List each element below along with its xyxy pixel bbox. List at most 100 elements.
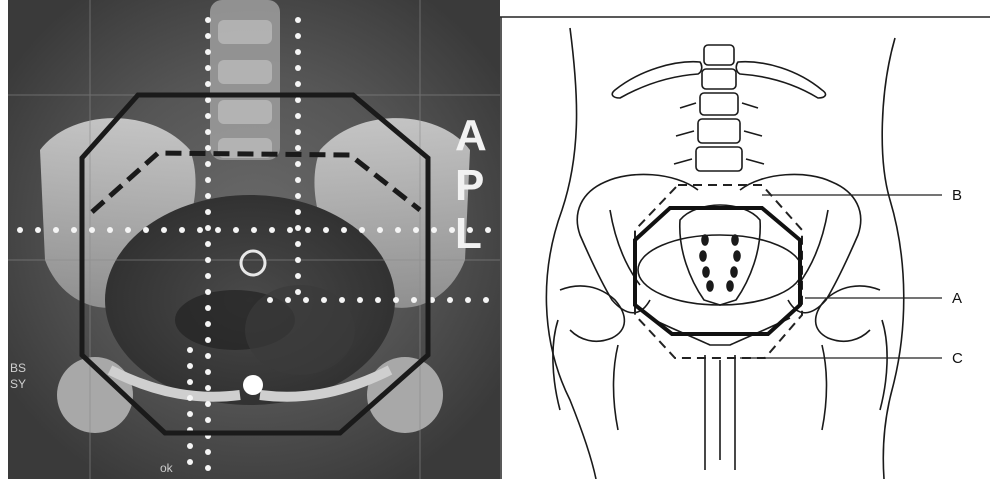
marker-dot (187, 459, 193, 465)
marker-dot (295, 97, 301, 103)
sacral-foramen (732, 235, 738, 245)
marker-dot (187, 395, 193, 401)
corner-mark: ok (160, 461, 174, 475)
marker-dot (287, 227, 293, 233)
marker-dot (143, 227, 149, 233)
marker-dot (295, 145, 301, 151)
marker-dot (295, 225, 301, 231)
pelvic-inlet (638, 235, 802, 305)
marker-dot (295, 289, 301, 295)
marker-dot (267, 297, 273, 303)
xray-image: A P L ok BS SY (0, 0, 500, 479)
marker-dot (341, 227, 347, 233)
marker-dot (447, 297, 453, 303)
marker-dot (393, 297, 399, 303)
sacral-foramen (703, 267, 709, 277)
film-marker-letter: P (455, 161, 484, 210)
side-mark: BS (10, 361, 26, 375)
marker-dot (205, 33, 211, 39)
sacral-foramen (707, 281, 713, 291)
label-b: B (952, 187, 962, 204)
marker-dot (205, 289, 211, 295)
sacrum (680, 205, 760, 305)
marker-dot (205, 161, 211, 167)
pelvis-drawing: B A C (500, 0, 990, 479)
marker-dot (89, 227, 95, 233)
marker-dot (205, 241, 211, 247)
lumbar-spine (674, 45, 764, 171)
marker-dot (205, 465, 211, 471)
marker-dot (205, 129, 211, 135)
marker-dot (161, 227, 167, 233)
marker-dot (295, 65, 301, 71)
marker-dot (187, 443, 193, 449)
marker-dot (251, 227, 257, 233)
marker-dot (321, 297, 327, 303)
body-outline-right (882, 38, 904, 479)
marker-dot (295, 33, 301, 39)
xray-bright-marker (243, 375, 263, 395)
marker-dot (205, 97, 211, 103)
marker-dot (205, 257, 211, 263)
xray-panel: A P L ok BS SY (0, 0, 500, 479)
marker-dot (305, 227, 311, 233)
left-rib (612, 62, 701, 98)
marker-dot (295, 193, 301, 199)
marker-dot (465, 297, 471, 303)
marker-dot (205, 177, 211, 183)
xray-right-femoral-head (367, 357, 443, 433)
marker-dot (197, 227, 203, 233)
marker-dot (179, 227, 185, 233)
film-marker-letter: A (455, 111, 487, 160)
marker-dot (205, 65, 211, 71)
left-hip (560, 286, 624, 341)
sacral-foramen (700, 251, 706, 261)
marker-dot (375, 297, 381, 303)
marker-dot (215, 227, 221, 233)
label-a: A (952, 290, 962, 307)
sacral-foramen (727, 281, 733, 291)
marker-dot (359, 227, 365, 233)
sacral-foramen (731, 267, 737, 277)
marker-dot (323, 227, 329, 233)
marker-dot (295, 273, 301, 279)
marker-dot (205, 17, 211, 23)
marker-dot (285, 297, 291, 303)
marker-dot (303, 297, 309, 303)
marker-dot (205, 113, 211, 119)
marker-dot (205, 209, 211, 215)
marker-dot (295, 49, 301, 55)
marker-dot (295, 113, 301, 119)
marker-dot (205, 305, 211, 311)
marker-dot (295, 177, 301, 183)
marker-dot (295, 209, 301, 215)
marker-dot (205, 417, 211, 423)
marker-dot (485, 227, 491, 233)
marker-dot (377, 227, 383, 233)
marker-dot (233, 227, 239, 233)
marker-dot (205, 449, 211, 455)
marker-dot (35, 227, 41, 233)
marker-dot (17, 227, 23, 233)
film-marker-letter: L (455, 209, 482, 258)
marker-dot (295, 161, 301, 167)
marker-dot (295, 81, 301, 87)
marker-dot (205, 273, 211, 279)
marker-dot (431, 227, 437, 233)
marker-dot (205, 337, 211, 343)
marker-dot (205, 353, 211, 359)
drawing-panel: B A C (500, 0, 990, 479)
xray-spine (210, 0, 280, 160)
marker-dot (205, 49, 211, 55)
marker-dot (295, 241, 301, 247)
marker-dot (187, 347, 193, 353)
marker-dot (187, 411, 193, 417)
marker-dot (269, 227, 275, 233)
marker-dot (125, 227, 131, 233)
marker-dot (295, 17, 301, 23)
marker-dot (187, 363, 193, 369)
marker-dot (411, 297, 417, 303)
marker-dot (205, 385, 211, 391)
right-hip (816, 286, 880, 341)
sacral-foramina (700, 235, 740, 291)
